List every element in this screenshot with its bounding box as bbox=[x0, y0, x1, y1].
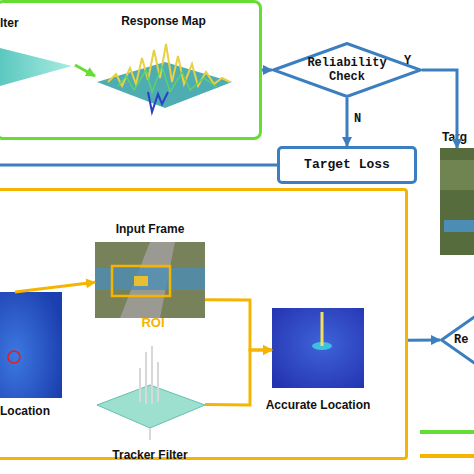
flow-arrow bbox=[408, 339, 440, 342]
decision-diamond: Reliability Check bbox=[272, 42, 422, 98]
flow-arrow bbox=[15, 282, 95, 292]
target-image bbox=[440, 148, 474, 255]
diamond-shape bbox=[274, 44, 421, 97]
edge-label: N bbox=[354, 112, 361, 126]
node-label: ROI bbox=[135, 316, 171, 330]
flow-arrow bbox=[262, 69, 272, 72]
process-box: Target Loss bbox=[277, 146, 417, 184]
image-panel: Accurate Location bbox=[272, 308, 364, 388]
tracker-peaks bbox=[140, 346, 158, 440]
image-panel: lter bbox=[0, 40, 75, 90]
node-label: Input Frame bbox=[95, 222, 205, 236]
flow-line bbox=[0, 164, 277, 167]
node-label: Targ bbox=[442, 130, 474, 144]
node-label: Location bbox=[0, 404, 62, 418]
node-label: Accurate Location bbox=[252, 398, 384, 412]
legend-line bbox=[420, 430, 474, 434]
accurate-peak bbox=[321, 312, 324, 346]
group-frame: lterResponse Map bbox=[0, 0, 262, 140]
location-map bbox=[0, 292, 62, 398]
accurate-map bbox=[272, 308, 364, 388]
location-marker bbox=[8, 351, 20, 363]
image-panel: Tracker Filter bbox=[95, 345, 205, 430]
input-frame-image bbox=[95, 242, 205, 318]
flow-arrow bbox=[205, 300, 272, 350]
response-peaks bbox=[118, 66, 218, 92]
response-peaks bbox=[108, 44, 230, 86]
node-label: lter bbox=[0, 16, 75, 30]
flow-arrow bbox=[422, 70, 457, 148]
image-panel: Location bbox=[0, 292, 62, 398]
target-image bbox=[440, 160, 474, 190]
node-label: Tracker Filter bbox=[85, 448, 215, 462]
input-frame-car bbox=[134, 276, 148, 286]
node-label: Re bbox=[454, 333, 474, 347]
image-panel: Input FrameROI bbox=[95, 242, 205, 318]
group-frame: LocationInput FrameROITracker FilterAccu… bbox=[0, 188, 408, 460]
node-label: Target Loss bbox=[280, 158, 414, 172]
target-image bbox=[444, 220, 474, 232]
decision-diamond: Re bbox=[440, 315, 474, 365]
image-panel: Targ bbox=[440, 148, 474, 255]
diamond-shape bbox=[442, 317, 474, 364]
legend-line bbox=[420, 454, 474, 458]
response-dip bbox=[148, 92, 168, 112]
flow-arrow bbox=[205, 350, 272, 405]
flow-arrow bbox=[346, 98, 349, 146]
image-panel: Response Map bbox=[95, 38, 232, 114]
node-label: Response Map bbox=[95, 14, 232, 28]
node-label: Reliability Check bbox=[300, 56, 394, 84]
roi-box bbox=[112, 266, 170, 296]
filter-image bbox=[0, 48, 72, 86]
flow-arrow bbox=[75, 65, 95, 76]
